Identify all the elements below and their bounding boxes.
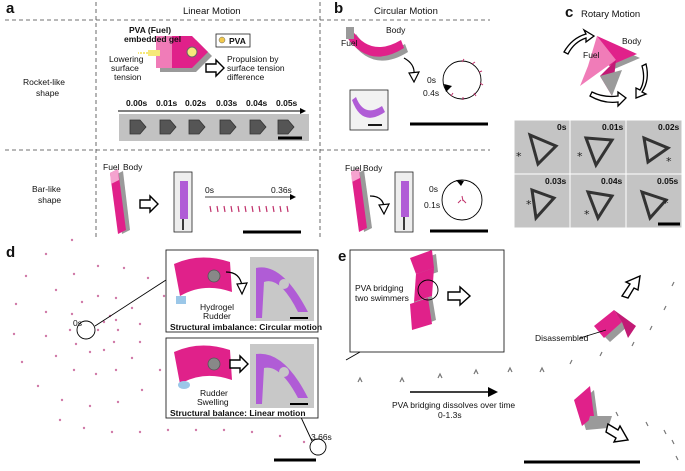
- rotary-fuel-label: Fuel: [583, 50, 600, 60]
- bar-arrow-icon: [139, 194, 159, 214]
- swelling-label-2: Swelling: [197, 397, 229, 407]
- circ-bar-fuel-label: Fuel: [345, 163, 362, 173]
- rudder-label-2: Rudder: [203, 311, 231, 321]
- rotary-body-label: Body: [622, 36, 642, 46]
- bar-time-start: 0s: [205, 185, 214, 195]
- fuel-label-line1: PVA (Fuel): [129, 25, 172, 35]
- circ-bar-time-start: 0s: [429, 184, 438, 194]
- up-arrow-icon: [620, 274, 641, 299]
- row-label-bar-2: shape: [38, 195, 62, 205]
- svg-text:*: *: [584, 208, 590, 221]
- panel-label-c: c: [565, 4, 574, 21]
- row-label-rocket-1: Rocket-like: [23, 77, 66, 87]
- panel-label-b: b: [334, 0, 344, 17]
- rotary-time-2: 0.02s: [658, 122, 680, 132]
- propulsion-label-3: difference: [227, 72, 265, 82]
- propulsion-label-2: surface tension: [227, 63, 285, 73]
- rotation-arrow-icon: [563, 28, 596, 55]
- down-arrow-icon: [605, 422, 630, 443]
- bridged-swimmers: [410, 250, 439, 330]
- rotary-swimmer: [580, 36, 640, 96]
- header-rotary-motion: Rotary Motion: [581, 9, 641, 20]
- row-label-rocket-2: shape: [36, 88, 60, 98]
- time-label-3: 0.03s: [216, 98, 238, 108]
- time-label-1: 0.01s: [156, 98, 178, 108]
- bridge-label-2: two swimmers: [355, 293, 409, 303]
- time-label-4: 0.04s: [246, 98, 268, 108]
- rotary-time-5: 0.05s: [657, 176, 679, 186]
- circ-time-start: 0s: [427, 75, 436, 85]
- panel-label-d: d: [6, 244, 16, 261]
- svg-text:*: *: [666, 155, 672, 168]
- circ-body-label: Body: [386, 25, 406, 35]
- panel-label-e: e: [338, 248, 347, 265]
- time-label-2: 0.02s: [185, 98, 207, 108]
- pva-legend-label: PVA: [229, 36, 246, 46]
- bar-time-end: 0.36s: [271, 185, 292, 195]
- curved-arrow-icon: [408, 71, 421, 84]
- time-label-0: 0.00s: [126, 98, 148, 108]
- spiral-time-end: 3.66s: [311, 432, 332, 442]
- propulsion-arrow-icon: [205, 58, 225, 78]
- rotary-time-0: 0s: [557, 122, 567, 132]
- svg-text:*: *: [526, 198, 532, 211]
- row-label-bar-1: Bar-like: [32, 184, 61, 194]
- circ-fuel-label: Fuel: [341, 38, 358, 48]
- svg-text:*: *: [516, 150, 522, 163]
- panel-label-a: a: [6, 0, 15, 17]
- bar-body-label: Body: [123, 162, 143, 172]
- bar-swimmer: [110, 169, 130, 234]
- bridge-arrow-icon: [447, 285, 472, 307]
- svg-text:*: *: [577, 150, 583, 163]
- svg-text:*: *: [663, 197, 669, 210]
- lowering-label-1: Lowering: [109, 54, 144, 64]
- circ-time-end: 0.4s: [423, 88, 440, 98]
- rotary-time-1: 0.01s: [602, 122, 624, 132]
- swelling-label-1: Rudder: [200, 388, 228, 398]
- disassembled-swimmer-top: [594, 310, 636, 342]
- lowering-label-3: tension: [114, 72, 142, 82]
- caption-circular: Structural imbalance: Circular motion: [170, 322, 323, 332]
- disassembled-swimmer-bottom: [574, 386, 612, 430]
- disassembled-label: Disassembled: [535, 333, 589, 343]
- rudder-label-1: Hydrogel: [200, 302, 235, 312]
- rotary-time-4: 0.04s: [601, 176, 623, 186]
- bar-fuel-label: Fuel: [103, 162, 120, 172]
- dissolve-label-1: PVA bridging dissolves over time: [392, 400, 516, 410]
- caption-linear: Structural balance: Linear motion: [170, 408, 306, 418]
- propulsion-label-1: Propulsion by: [227, 54, 279, 64]
- rotary-time-3: 0.03s: [545, 176, 567, 186]
- circular-swimmer: [346, 27, 408, 61]
- circ-bar-time-end: 0.1s: [424, 200, 441, 210]
- header-linear-motion: Linear Motion: [183, 6, 241, 17]
- bar-curved-arrow-icon: [378, 203, 391, 216]
- bridge-label-1: PVA bridging: [355, 283, 404, 293]
- fuel-label-line2: embedded gel: [124, 34, 182, 44]
- rocket-swimmer: [138, 36, 212, 72]
- lowering-label-2: surface: [111, 63, 139, 73]
- dissolve-label-2: 0-1.3s: [438, 410, 462, 420]
- spiral-time-start: 0s: [73, 318, 82, 328]
- header-circular-motion: Circular Motion: [374, 6, 438, 17]
- time-label-5: 0.05s: [276, 98, 298, 108]
- circ-bar-body-label: Body: [363, 163, 383, 173]
